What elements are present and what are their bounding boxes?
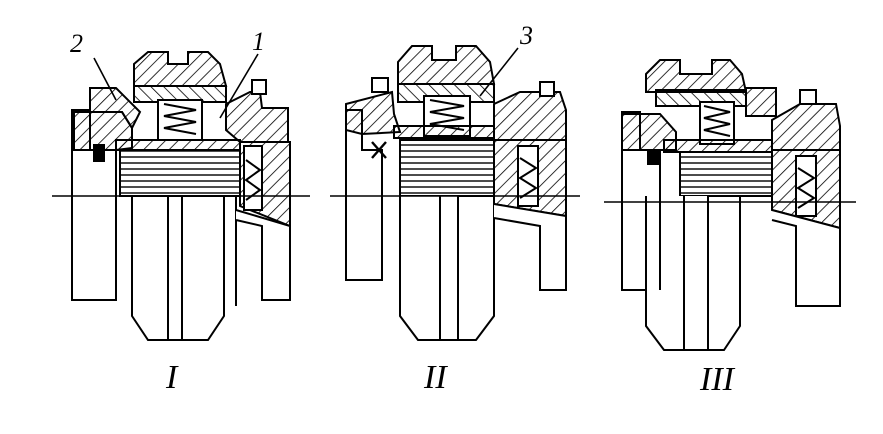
view-II (330, 45, 580, 341)
threaded-sleeve (399, 139, 495, 197)
right-cap (539, 81, 555, 97)
leader-1 (219, 53, 259, 119)
threaded-sleeve (119, 149, 241, 197)
right-bolt-spring (244, 159, 262, 201)
pin-left (93, 144, 105, 162)
right-bolt-spring (518, 157, 538, 199)
top-nut (397, 45, 496, 85)
top-nut (645, 59, 748, 93)
leader-2 (93, 57, 117, 101)
sleeve-upper (393, 125, 495, 139)
lower-fingers (399, 195, 495, 341)
leader-3 (479, 47, 519, 97)
right-block-hatched (771, 103, 841, 151)
sleeve-upper (115, 139, 241, 151)
right-cap (799, 89, 817, 105)
view-I (52, 51, 310, 341)
view-label-II: II (423, 359, 448, 396)
right-block-hatched (225, 91, 289, 143)
left-collar-hatched (345, 90, 402, 136)
spring (703, 105, 731, 137)
lower-fingers (131, 195, 225, 341)
left-body (345, 109, 383, 281)
right-cap (251, 79, 267, 95)
top-nut (133, 51, 228, 87)
spring (163, 103, 197, 135)
left-cap-hatched (89, 87, 142, 131)
cap-cover (745, 87, 777, 117)
callout-2: 2 (70, 29, 83, 58)
x-mark (371, 141, 387, 159)
view-III (604, 59, 856, 351)
callout-1: 1 (252, 27, 265, 56)
pin-left (647, 149, 659, 165)
view-label-I: I (165, 359, 179, 396)
right-block-hatched (493, 91, 567, 141)
lower-fingers (645, 195, 741, 351)
view-label-III: III (699, 361, 736, 398)
sleeve-upper (663, 139, 773, 153)
threaded-sleeve (679, 151, 773, 197)
left-cap (371, 77, 389, 93)
callout-3: 3 (519, 21, 533, 50)
